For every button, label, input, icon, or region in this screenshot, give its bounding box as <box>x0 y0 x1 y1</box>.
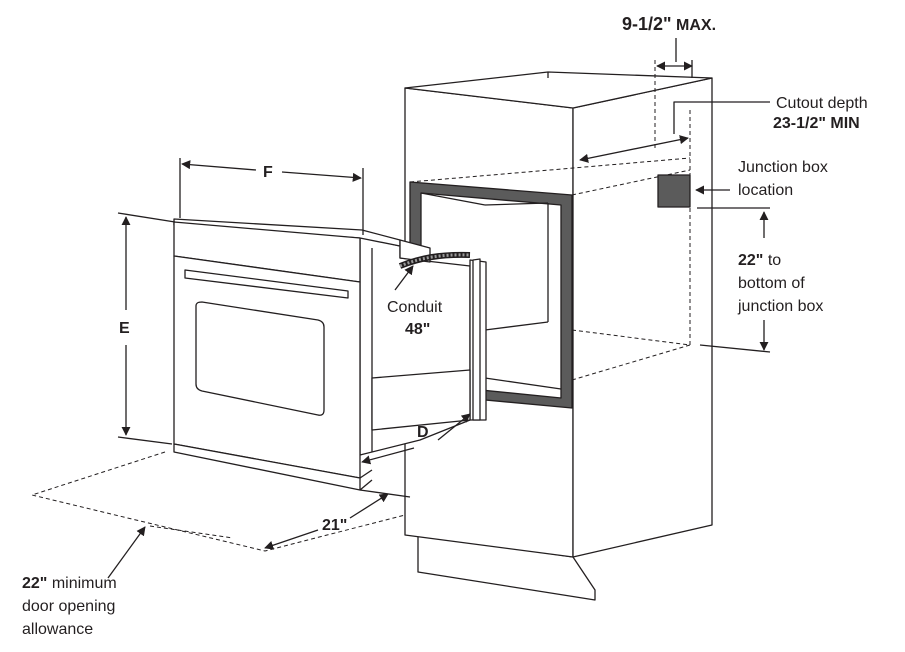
label-door-allowance-2: door opening <box>22 598 115 615</box>
label-door-allowance-1: 22" minimum <box>22 575 117 592</box>
junction-box <box>657 174 691 208</box>
door-allowance-leader <box>107 526 146 579</box>
cabinet-top <box>404 71 713 109</box>
dim-cutout-depth-line <box>579 101 770 163</box>
label-dim-21: 21" <box>322 517 347 534</box>
dim-9-5-line <box>656 38 693 78</box>
conduit-leader <box>394 265 414 291</box>
dim-21-line <box>264 489 411 550</box>
label-dim-f: F <box>263 164 273 181</box>
label-dim-e: E <box>119 320 130 337</box>
label-cutout-depth-2: 23-1/2" MIN <box>773 115 860 132</box>
label-to-bottom-2: bottom of <box>738 275 805 292</box>
dim-e-line <box>117 212 176 445</box>
dim-f-line <box>179 158 364 235</box>
dim-22-junction-line <box>697 207 771 353</box>
label-junction-box-1: Junction box <box>738 159 828 176</box>
label-dim-d: D <box>417 424 429 441</box>
oven-window <box>195 301 325 416</box>
dim-d-line <box>361 413 471 465</box>
label-cutout-depth-1: Cutout depth <box>776 95 868 112</box>
label-conduit-1: Conduit <box>387 299 443 316</box>
label-9-5-max: 9-1/2" MAX. <box>622 14 716 34</box>
cabinet-side <box>572 77 713 558</box>
label-to-bottom-3: junction box <box>737 298 823 315</box>
label-junction-box-2: location <box>738 182 793 199</box>
oven-handle <box>184 269 349 299</box>
label-door-allowance-3: allowance <box>22 621 93 638</box>
oven <box>173 218 487 491</box>
label-conduit-2: 48" <box>405 321 430 338</box>
label-to-bottom-1: 22" to <box>738 252 781 269</box>
